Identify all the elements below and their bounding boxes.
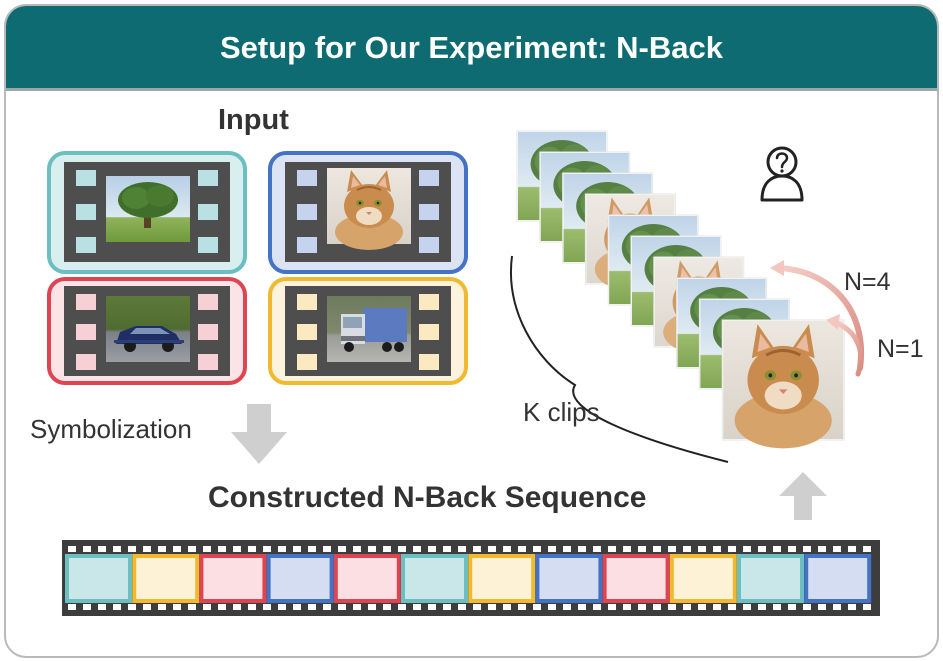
sequence-cell — [804, 554, 872, 603]
input-clip-tree — [47, 151, 247, 274]
sequence-cell — [535, 554, 603, 603]
sequence-cell — [333, 554, 401, 603]
sequence-cell — [602, 554, 670, 603]
up-arrow-icon — [779, 472, 827, 520]
input-clip-car — [47, 277, 247, 385]
sequence-strip — [62, 540, 880, 616]
stack-frame — [721, 319, 845, 450]
n4-label: N=4 — [844, 268, 891, 296]
sequence-cell — [266, 554, 334, 603]
header-bar: Setup for Our Experiment: N-Back — [6, 6, 937, 91]
input-clip-truck — [268, 277, 468, 385]
k-clips-brace — [510, 255, 729, 463]
input-clip-cat — [268, 151, 468, 274]
sequence-cell — [669, 554, 737, 603]
sequence-cell — [199, 554, 267, 603]
n1-arc — [826, 314, 864, 377]
person-question-icon — [760, 146, 804, 202]
sequence-title: Constructed N-Back Sequence — [208, 481, 647, 514]
down-arrow-icon — [231, 404, 287, 464]
symbolization-label: Symbolization — [30, 414, 192, 444]
sequence-cell — [65, 554, 132, 603]
input-title: Input — [218, 104, 289, 136]
page-title: Setup for Our Experiment: N-Back — [220, 30, 723, 65]
sequence-cell — [132, 554, 200, 603]
sequence-cell — [737, 554, 804, 603]
sequence-cell — [401, 554, 468, 603]
k-clips-label: K clips — [523, 397, 600, 427]
n1-label: N=1 — [877, 335, 924, 363]
clip-stack — [516, 130, 845, 450]
sequence-cell — [468, 554, 536, 603]
